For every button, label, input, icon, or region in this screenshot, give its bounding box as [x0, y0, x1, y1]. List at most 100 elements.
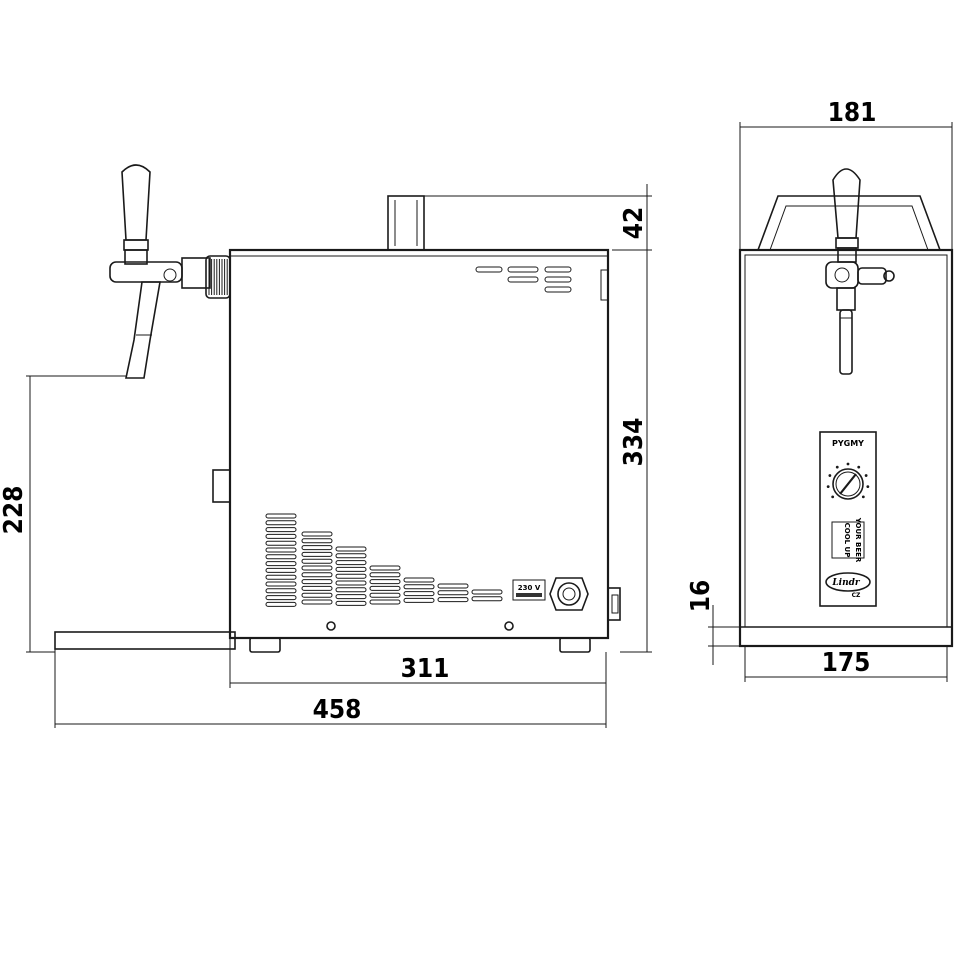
brand-badge	[825, 572, 871, 592]
vent-slot	[403, 597, 435, 603]
vent-slot	[301, 551, 333, 557]
vent-slot	[301, 585, 333, 591]
vent-slot	[301, 558, 333, 564]
vent-slot	[335, 546, 367, 552]
dial-tick	[835, 465, 839, 469]
tap-spout-front	[839, 309, 853, 375]
vent-slot	[265, 520, 297, 526]
vent-slot	[265, 574, 297, 580]
vent-slot	[265, 513, 297, 519]
tap-handle-front	[832, 168, 861, 239]
dim-42-label: 42	[619, 207, 649, 240]
dim-334-label: 334	[619, 418, 649, 467]
vent-slot	[301, 579, 333, 585]
inlet-knob	[549, 577, 589, 611]
vent-slot	[265, 540, 297, 546]
vent-slot	[369, 572, 401, 578]
dim-body-length: 311	[229, 638, 607, 728]
vent-slot	[265, 554, 297, 560]
vent-slot	[265, 527, 297, 533]
screw-left	[326, 621, 336, 631]
vent-slot	[265, 601, 297, 607]
dim-228-label: 228	[0, 486, 29, 535]
vent-slot	[301, 599, 333, 605]
vent-slot	[265, 581, 297, 587]
dim-body-height: 334	[619, 250, 652, 653]
dial-tick	[831, 495, 835, 499]
vent-slot	[471, 589, 503, 595]
dial-tick	[846, 462, 850, 466]
dim-175-label: 175	[822, 648, 871, 678]
vent-slot	[301, 545, 333, 551]
brand-suffix: CZ	[852, 592, 861, 599]
vent-slot	[335, 600, 367, 606]
screw-right	[504, 621, 514, 631]
vent-slot	[369, 579, 401, 585]
dim-458-label: 458	[313, 695, 362, 725]
model-label: PYGMY	[832, 439, 864, 448]
dim-base-width: 175	[744, 646, 948, 682]
vent-slot	[301, 572, 333, 578]
vent-slot	[335, 594, 367, 600]
vent-slot	[403, 591, 435, 597]
slogan-box	[831, 521, 865, 559]
vent-slot	[403, 584, 435, 590]
vent-slot	[265, 588, 297, 594]
dim-181-label: 181	[828, 98, 877, 128]
dim-base-height: 16	[686, 580, 740, 665]
vent-slot	[437, 590, 469, 596]
vent-slot	[403, 577, 435, 583]
slogan-line2: YOUR BEER	[854, 517, 862, 563]
vent-slot	[335, 587, 367, 593]
tap-handle-side	[121, 164, 151, 241]
vent-slot	[301, 592, 333, 598]
cooler-body-front	[738, 248, 954, 648]
ventilation-grille	[265, 513, 503, 607]
vent-slot	[369, 599, 401, 605]
dial-tick	[826, 485, 830, 489]
vent-slot	[369, 565, 401, 571]
vent-slot	[437, 597, 469, 603]
tap-spout	[125, 281, 161, 379]
vent-slot	[335, 580, 367, 586]
dial-tick	[828, 474, 832, 477]
vent-slot	[265, 533, 297, 539]
carry-handle-side	[387, 195, 425, 251]
control-panel	[819, 431, 877, 607]
dim-front-width: 181	[739, 98, 953, 250]
vent-slot	[265, 567, 297, 573]
dim-total-length: 458	[54, 649, 606, 728]
dim-16-label: 16	[686, 580, 716, 613]
vent-slot	[265, 547, 297, 553]
dial-tick	[857, 465, 861, 469]
dim-311-label: 311	[401, 654, 450, 684]
right-connector	[607, 587, 621, 621]
side-bracket	[212, 469, 231, 503]
tap-nut	[181, 257, 211, 289]
vent-slot	[369, 592, 401, 598]
voltage-label: 230 V	[518, 584, 541, 592]
vent-slot	[335, 573, 367, 579]
dim-handle-height: 42	[424, 184, 652, 260]
cooler-body-side	[228, 248, 610, 640]
dial-tick	[866, 485, 870, 489]
beer-tap-front	[825, 168, 895, 375]
dial-tick	[861, 495, 865, 499]
vent-slot	[301, 531, 333, 537]
thermostat-dial	[826, 462, 870, 500]
vent-slot	[471, 596, 503, 602]
vent-slot	[301, 565, 333, 571]
vent-slot	[265, 595, 297, 601]
dim-spout-height: 228	[0, 375, 126, 653]
side-view: 230 V	[0, 164, 652, 728]
beer-tap-side	[109, 164, 231, 379]
vent-slot	[265, 561, 297, 567]
side-label-stripes	[475, 266, 572, 293]
brand-script: Lindr	[831, 578, 861, 588]
vent-slot	[369, 585, 401, 591]
vent-slot	[335, 566, 367, 572]
foot-left	[249, 637, 281, 653]
vent-slot	[301, 538, 333, 544]
voltage-plate	[512, 579, 546, 601]
